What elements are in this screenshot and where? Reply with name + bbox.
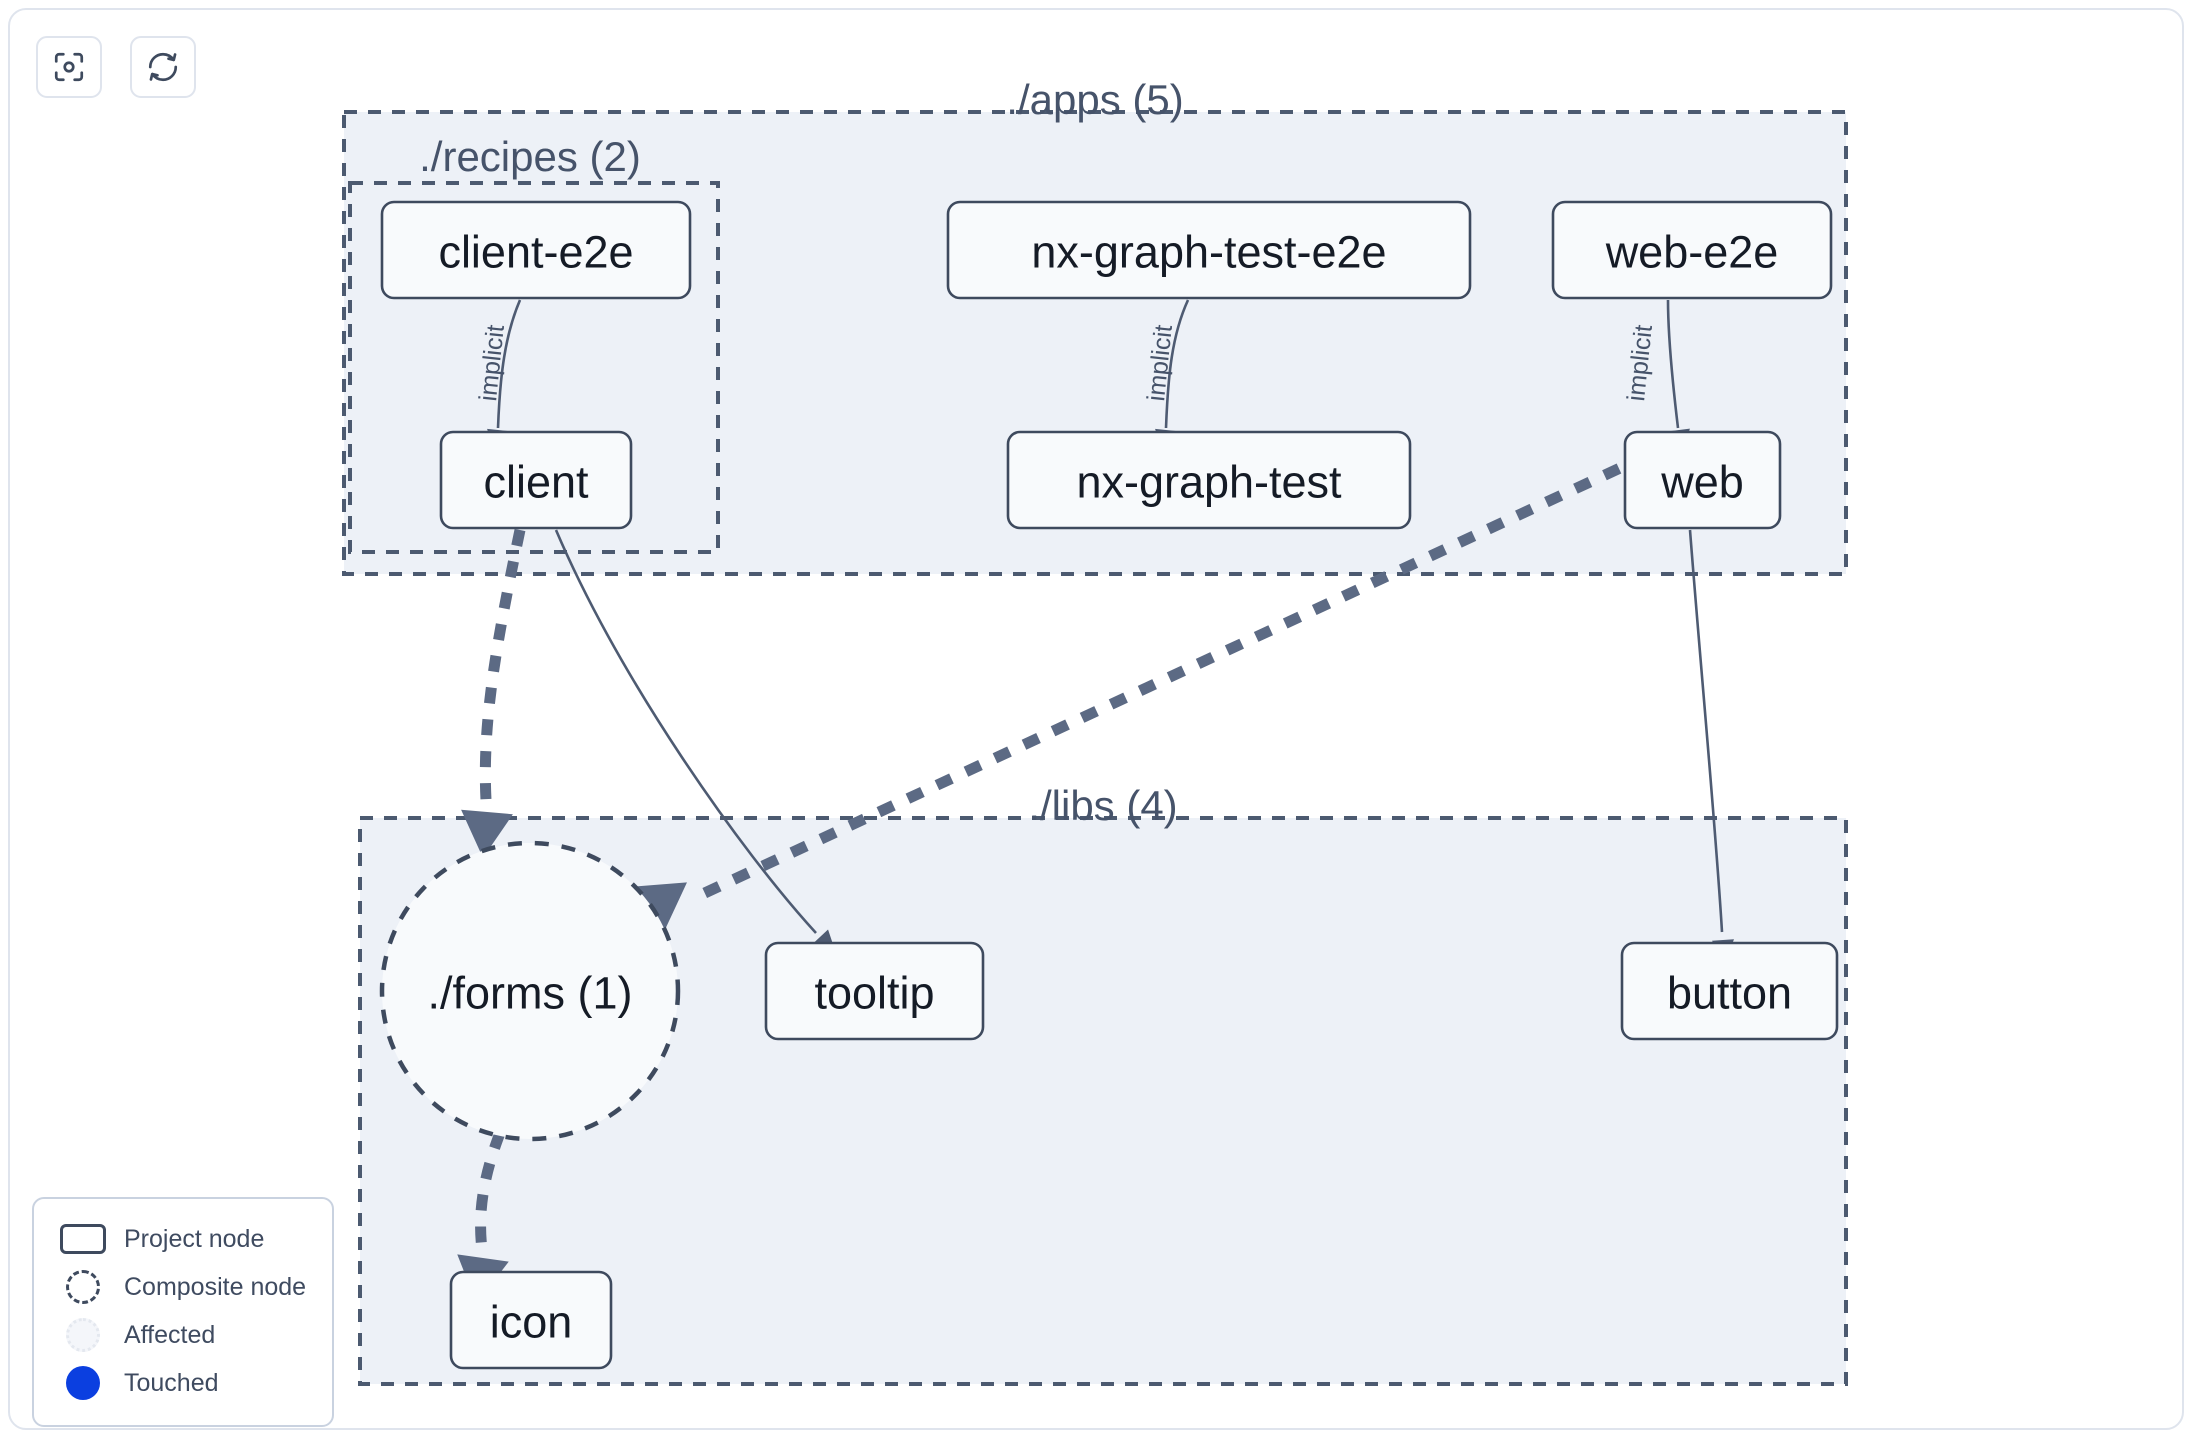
node-label: web	[1660, 457, 1744, 508]
node-label: client	[483, 457, 589, 508]
project-node-shape	[449, 1270, 613, 1370]
project-node-shape	[380, 200, 692, 300]
composite-node-shape	[379, 840, 681, 1142]
node-label: web-e2e	[1605, 227, 1779, 278]
legend-item-affected: Affected	[56, 1311, 314, 1359]
edge-path	[475, 1131, 506, 1251]
edge-web-to-forms[interactable]	[623, 450, 1651, 930]
edge-path	[1164, 299, 1190, 429]
edge-client-to-forms[interactable]	[457, 528, 526, 860]
project-node-shape	[439, 430, 633, 530]
legend-item-project-node: Project node	[56, 1215, 314, 1263]
legend-label: Affected	[124, 1320, 216, 1349]
focus-target-icon	[52, 50, 86, 84]
refresh-graph-button[interactable]	[130, 36, 196, 98]
edge-arrowhead	[461, 809, 513, 858]
group-label: ./apps (5)	[1006, 76, 1183, 123]
node-label: nx-graph-test	[1076, 457, 1342, 508]
edge-path	[554, 529, 817, 934]
affected-swatch	[56, 1318, 110, 1352]
legend-label: Composite node	[124, 1272, 307, 1301]
project-node-shape	[946, 200, 1472, 300]
node-button[interactable]: button	[1620, 941, 1839, 1041]
project-node-shape	[1623, 430, 1782, 530]
node-client-e2e[interactable]: client-e2e	[380, 200, 692, 300]
project-node-shape	[1620, 941, 1839, 1041]
node-web[interactable]: web	[1623, 430, 1782, 530]
edge-path	[1666, 299, 1680, 429]
graph-nodes: client-e2e nx-graph-test-e2e web-e2e client…	[379, 200, 1839, 1370]
project-node-swatch	[56, 1224, 110, 1254]
project-node-shape	[764, 941, 985, 1041]
node-forms[interactable]: ./forms (1)	[379, 840, 681, 1142]
group-label: ./libs (4)	[1028, 782, 1177, 829]
legend-item-composite-node: Composite node	[56, 1263, 314, 1311]
graph-toolbar	[36, 36, 196, 98]
node-tooltip[interactable]: tooltip	[764, 941, 985, 1041]
node-label: ./forms (1)	[427, 968, 632, 1019]
legend-label: Touched	[124, 1368, 219, 1397]
node-nx-graph-test[interactable]: nx-graph-test	[1006, 430, 1412, 530]
edge-path	[479, 528, 526, 801]
node-label: icon	[490, 1297, 573, 1348]
node-icon[interactable]: icon	[449, 1270, 613, 1370]
edge-path	[496, 299, 522, 429]
node-nx-graph-test-e2e[interactable]: nx-graph-test-e2e	[946, 200, 1472, 300]
legend-item-touched: Touched	[56, 1359, 314, 1407]
node-web-e2e[interactable]: web-e2e	[1551, 200, 1833, 300]
edge-path	[1688, 529, 1724, 933]
touched-swatch	[56, 1366, 110, 1400]
legend-label: Project node	[124, 1224, 265, 1253]
node-label: nx-graph-test-e2e	[1031, 227, 1386, 278]
edge-path	[691, 450, 1651, 903]
group-label: ./recipes (2)	[419, 133, 641, 180]
refresh-icon	[146, 50, 180, 84]
node-label: client-e2e	[438, 227, 633, 278]
node-client[interactable]: client	[439, 430, 633, 530]
graph-legend: Project node Composite node Affected Tou…	[32, 1197, 334, 1427]
node-label: tooltip	[814, 968, 934, 1019]
node-label: button	[1667, 968, 1792, 1019]
project-node-shape	[1006, 430, 1412, 530]
focus-graph-button[interactable]	[36, 36, 102, 98]
graph-edges	[457, 299, 1734, 1304]
composite-node-swatch	[56, 1270, 110, 1304]
project-node-shape	[1551, 200, 1833, 300]
edge-arrowhead	[634, 882, 687, 930]
